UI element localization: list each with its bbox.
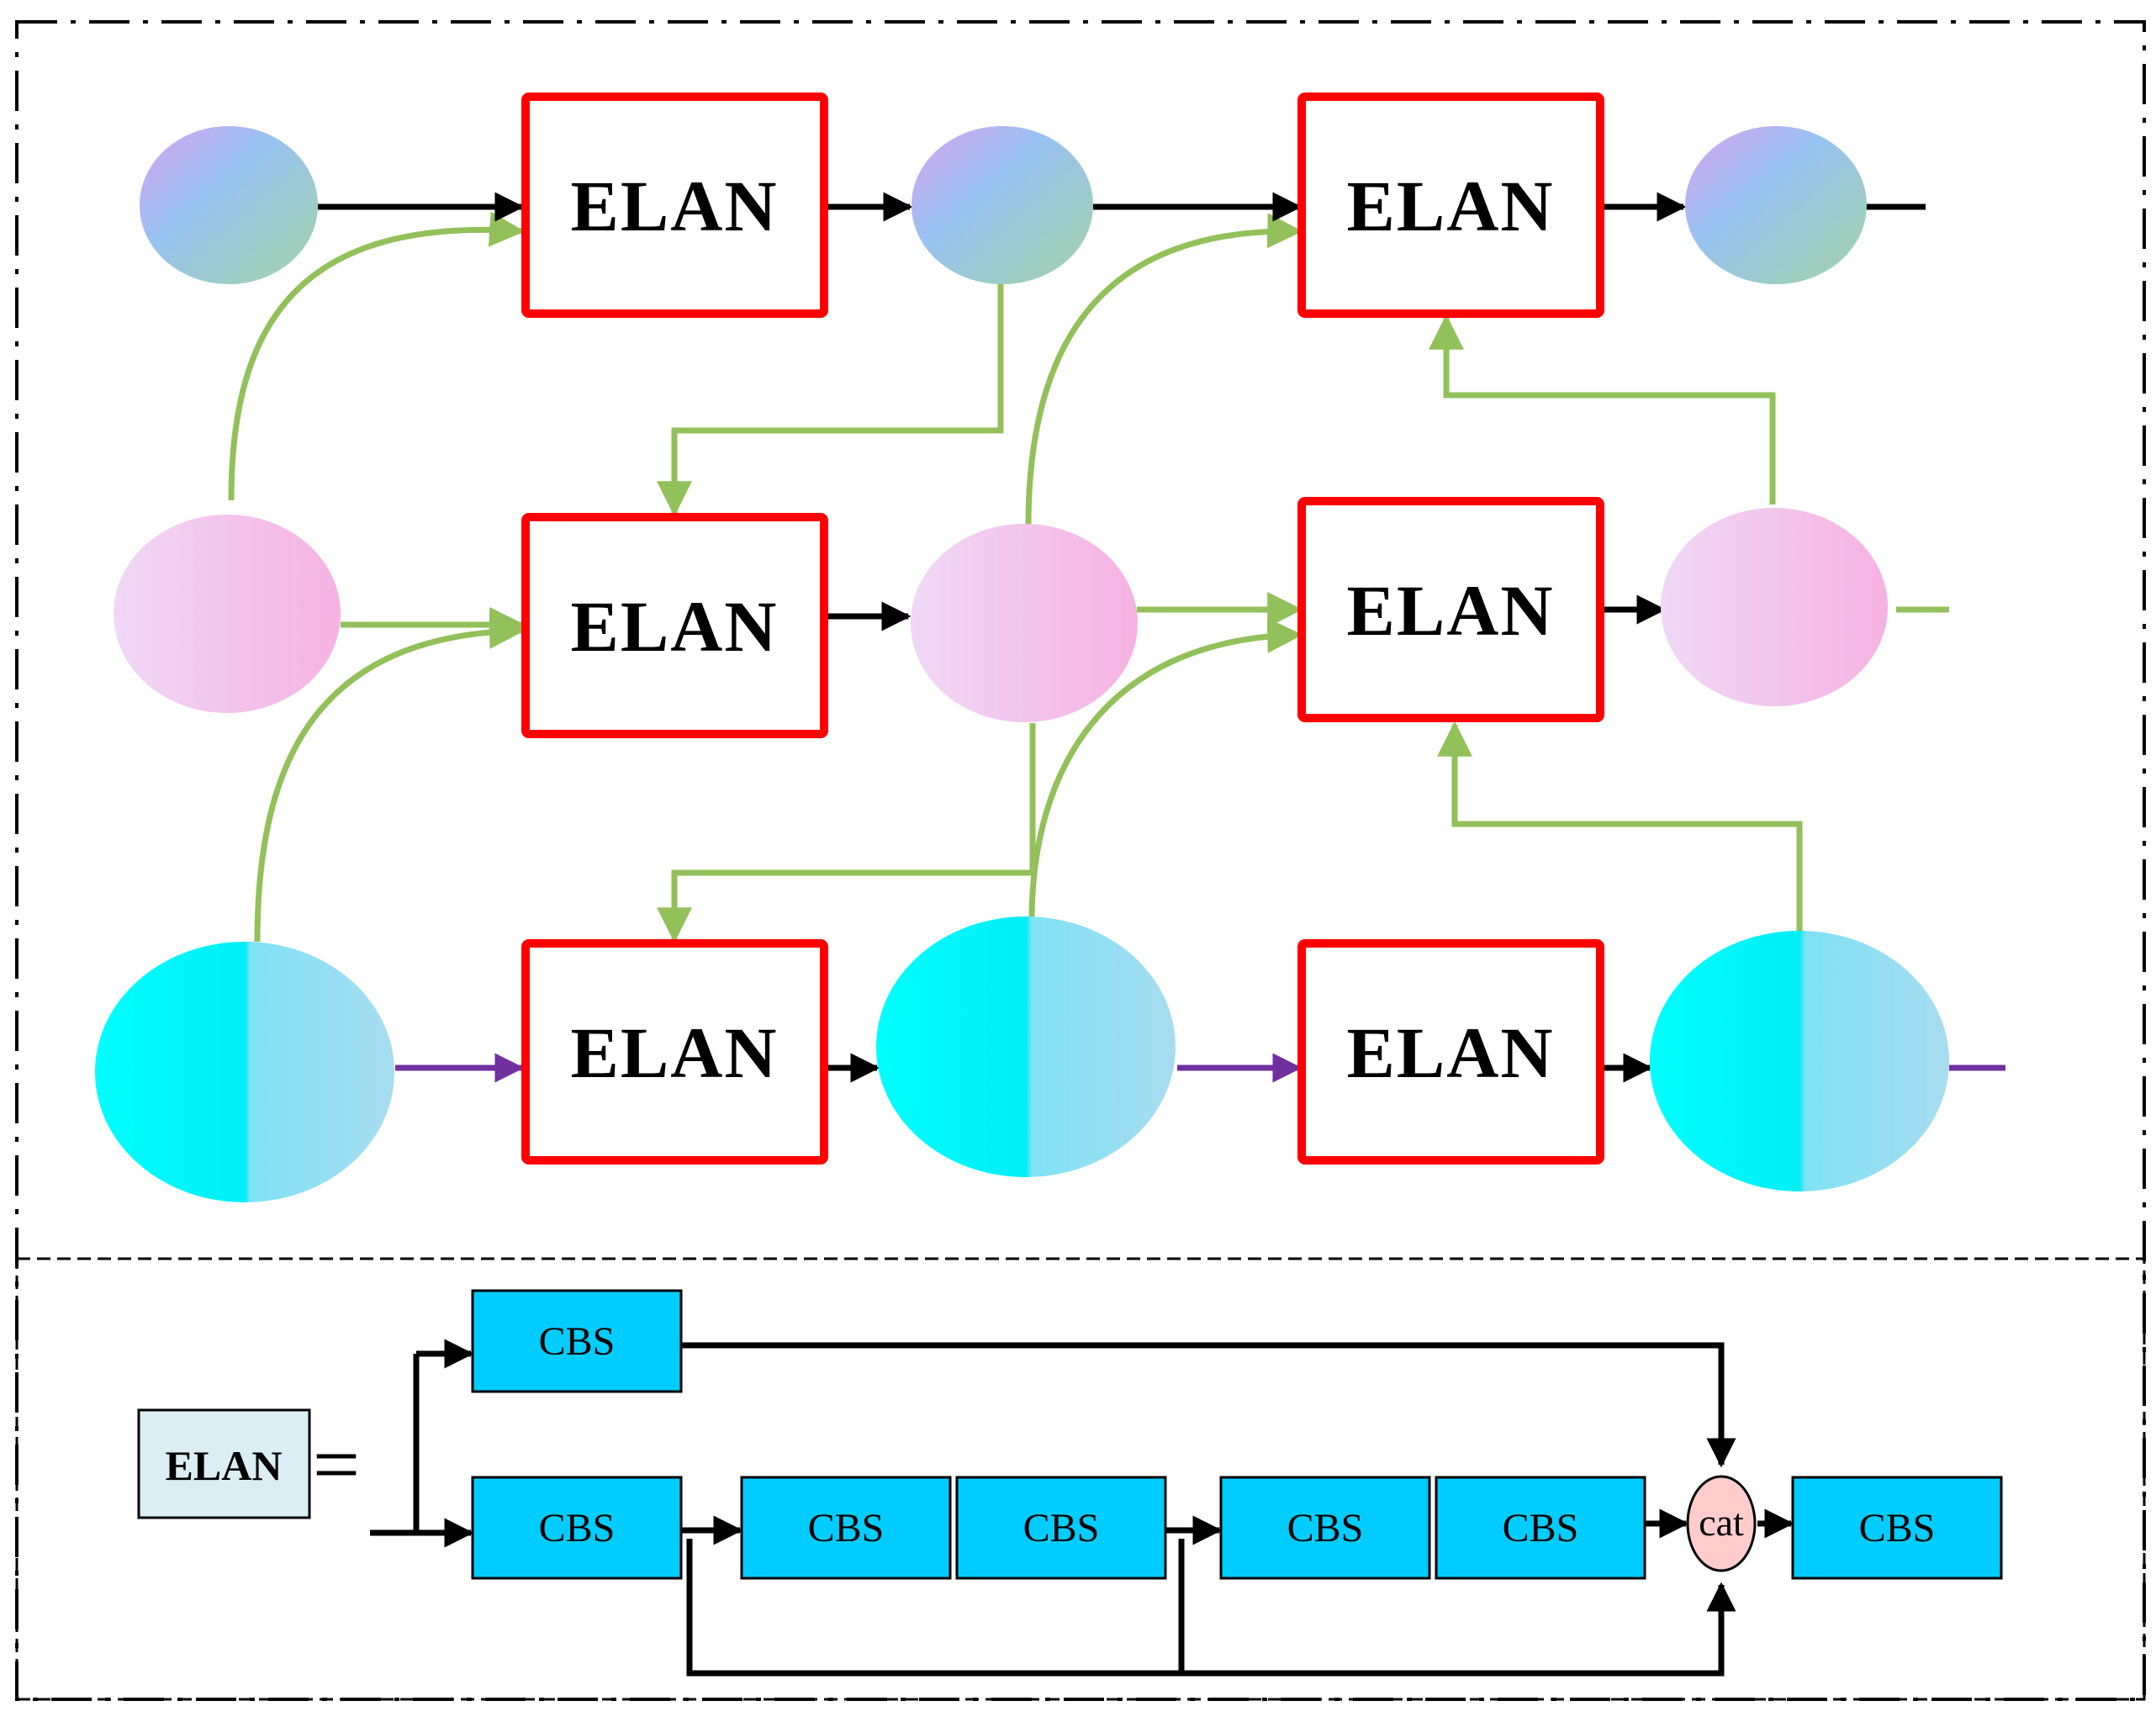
green-arrow-bot2-to-elan4 <box>1028 617 1303 922</box>
elan-box-2: ELAN <box>1297 92 1604 318</box>
legend-frame <box>15 1257 2146 1701</box>
elan-box-5: ELAN <box>521 939 828 1165</box>
black-connections <box>318 192 1926 1083</box>
feature-node-bot-1 <box>95 942 394 1202</box>
elan-box-3-label: ELAN <box>571 586 779 667</box>
legend-skip-bottom <box>686 1539 1736 1677</box>
green-arrow-bot3-to-elan4 <box>1437 721 1803 935</box>
elan-box-1: ELAN <box>521 92 828 318</box>
legend-cbs-6-label: CBS <box>1859 1506 1936 1550</box>
green-arrow-mid2-to-elan5 <box>657 723 1036 943</box>
legend-cbs-5-label: CBS <box>1503 1506 1579 1550</box>
elan-box-5-label: ELAN <box>571 1012 779 1093</box>
legend-equals-sign: = <box>313 1418 360 1511</box>
feature-node-top-1 <box>140 126 318 284</box>
feature-node-bot-3 <box>1650 931 1949 1191</box>
legend-cbs-5: CBS <box>1435 1476 1646 1580</box>
elan-box-3: ELAN <box>521 513 828 738</box>
elan-box-1-label: ELAN <box>571 166 779 246</box>
feature-node-mid-1 <box>114 515 341 713</box>
elan-box-6-label: ELAN <box>1347 1012 1555 1093</box>
feature-node-bot-2 <box>876 916 1176 1177</box>
legend-cbs-4-label: CBS <box>1287 1506 1364 1550</box>
legend-elan-label: ELAN <box>166 1442 283 1489</box>
legend-cbs-top-label: CBS <box>539 1319 616 1364</box>
green-arrow-top2-to-elan3 <box>657 283 1004 517</box>
outer-frame <box>15 20 2146 1701</box>
green-arrow-bot1-to-elan3 <box>254 613 526 943</box>
feature-node-top-2 <box>912 126 1093 284</box>
legend-cbs-3-label: CBS <box>1023 1506 1100 1550</box>
legend-cat-label: cat <box>1699 1501 1744 1544</box>
elan-box-2-label: ELAN <box>1347 166 1555 246</box>
legend-cbs-2: CBS <box>740 1476 952 1580</box>
legend-cbs-1-label: CBS <box>539 1506 616 1550</box>
legend-elan-definition: ELAN = <box>137 1408 360 1519</box>
legend-cbs-top: CBS <box>471 1289 683 1393</box>
legend-cbs-2-label: CBS <box>808 1506 885 1550</box>
feature-node-mid-2 <box>911 524 1138 722</box>
legend-connections <box>370 1339 1794 1677</box>
green-arrow-mid3-to-elan2 <box>1429 314 1776 504</box>
legend-cbs-3: CBS <box>955 1476 1167 1580</box>
legend-cbs-4: CBS <box>1219 1476 1431 1580</box>
elan-box-4: ELAN <box>1297 497 1604 722</box>
feature-node-mid-3 <box>1661 508 1888 706</box>
green-connections <box>228 211 1949 943</box>
green-arrow-mid1-to-elan1 <box>228 211 526 501</box>
legend-cbs-1: CBS <box>471 1476 683 1580</box>
legend-cat-node: cat <box>1686 1475 1757 1572</box>
feature-node-top-3 <box>1685 126 1867 284</box>
elan-box-6: ELAN <box>1297 939 1604 1165</box>
legend-cbs-6: CBS <box>1791 1476 2003 1580</box>
green-arrow-mid2-to-elan2 <box>1025 213 1303 526</box>
legend-elan-box <box>137 1408 311 1519</box>
elan-box-4-label: ELAN <box>1347 570 1555 651</box>
legend-cbs-top-to-cat <box>681 1342 1736 1468</box>
